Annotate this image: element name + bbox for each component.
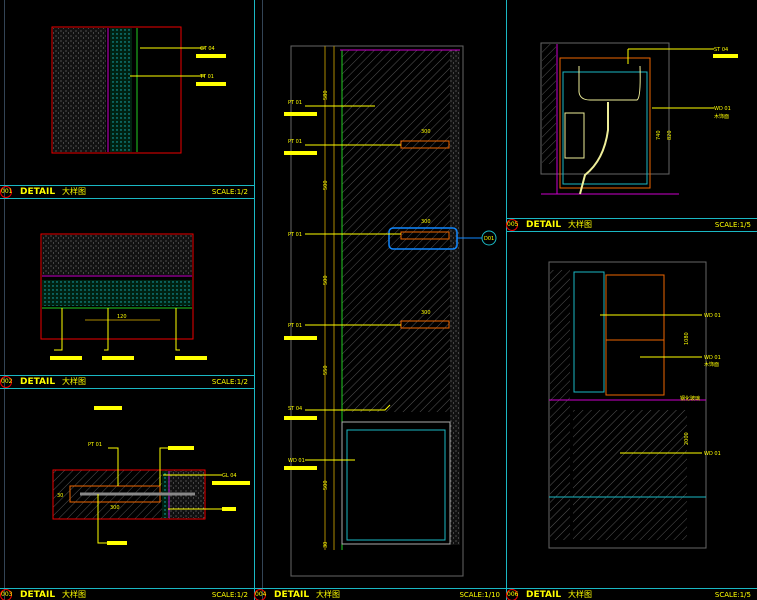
- dim-label: 1080: [684, 332, 690, 345]
- frame-divider: [506, 0, 507, 600]
- title-bar-001: 001 DETAIL 大样图 SCALE:1/2: [0, 185, 254, 199]
- dim-label: 300: [421, 219, 431, 225]
- dim-label: 30: [57, 493, 63, 499]
- detail-005-drawing: ST 04 WD 01 木饰面 740 820: [540, 42, 738, 195]
- dim-label: 2000: [684, 432, 690, 445]
- detail-006-drawing: WD 01 WD 01 木饰面 钢化玻璃 WD 01 1080 2000: [548, 261, 721, 549]
- detail-scale: SCALE:1/10: [459, 591, 500, 599]
- callout-label: D01: [484, 236, 494, 242]
- dim-label: 580: [323, 90, 329, 100]
- material-tag: TT 01: [199, 74, 214, 80]
- material-tag: ST 04: [714, 47, 728, 53]
- detail-003-drawing: 300 30: [52, 406, 250, 545]
- dim-label: 500: [323, 180, 329, 190]
- detail-label: DETAIL: [20, 590, 56, 600]
- detail-scale: SCALE:1/5: [714, 221, 751, 229]
- dim-label: 550: [323, 365, 329, 375]
- frame-line: [4, 0, 5, 600]
- title-bar-002: 002 DETAIL 大样图 SCALE:1/2: [0, 375, 254, 389]
- material-tag: GL 04: [222, 473, 237, 479]
- material-tag: PT 01: [288, 100, 302, 106]
- detail-name: 大样图: [62, 187, 86, 196]
- material-tag: WD 01: [714, 106, 731, 112]
- detail-004-drawing: D01 580 500 500 550 500 30 300 300 300 P…: [284, 45, 497, 577]
- detail-scale: SCALE:1/2: [211, 188, 248, 196]
- title-bar-005: 005 DETAIL 大样图 SCALE:1/5: [506, 218, 757, 232]
- dim-label: 740: [656, 130, 662, 140]
- detail-scale: SCALE:1/2: [211, 378, 248, 386]
- detail-001-drawing: [51, 26, 226, 154]
- detail-name: 大样图: [316, 590, 340, 599]
- material-tag: WD 01: [704, 355, 721, 361]
- detail-scale: SCALE:1/2: [211, 591, 248, 599]
- dim-label: 30: [323, 542, 329, 548]
- detail-number: 001: [0, 186, 12, 198]
- dim-label: 120: [117, 314, 127, 320]
- detail-002-drawing: 120: [40, 233, 207, 360]
- detail-label: DETAIL: [526, 590, 562, 600]
- dim-label: 500: [323, 275, 329, 285]
- frame-divider: [254, 0, 255, 600]
- detail-number: 002: [0, 376, 12, 388]
- detail-name: 大样图: [62, 377, 86, 386]
- detail-name: 大样图: [62, 590, 86, 599]
- material-tag: PT 01: [88, 442, 102, 448]
- detail-scale: SCALE:1/5: [714, 591, 751, 599]
- detail-number: 006: [506, 589, 518, 600]
- dim-label: 300: [110, 505, 120, 511]
- material-tag: PT 01: [288, 139, 302, 145]
- note-text: 钢化玻璃: [680, 395, 700, 402]
- frame-line: [262, 0, 263, 600]
- material-tag: WD 01: [704, 451, 721, 457]
- detail-name: 大样图: [568, 590, 592, 599]
- note-text: 木饰面: [704, 361, 719, 368]
- dim-label: 300: [421, 129, 431, 135]
- material-tag: WD 01: [704, 313, 721, 319]
- detail-number: 005: [506, 219, 518, 231]
- detail-number: 004: [254, 589, 266, 600]
- detail-name: 大样图: [568, 220, 592, 229]
- material-tag: GT 04: [200, 46, 215, 52]
- title-bar-004: 004 DETAIL 大样图 SCALE:1/10: [254, 588, 506, 600]
- detail-label: DETAIL: [20, 187, 56, 197]
- material-tag: PT 01: [288, 323, 302, 329]
- detail-label: DETAIL: [526, 220, 562, 230]
- dim-label: 500: [323, 480, 329, 490]
- detail-label: DETAIL: [274, 590, 310, 600]
- detail-label: DETAIL: [20, 377, 56, 387]
- material-tag: WD 01: [288, 458, 305, 464]
- detail-number: 003: [0, 589, 12, 600]
- title-bar-006: 006 DETAIL 大样图 SCALE:1/5: [506, 588, 757, 600]
- material-tag: PT 01: [288, 232, 302, 238]
- title-bar-003: 003 DETAIL 大样图 SCALE:1/2: [0, 588, 254, 600]
- dim-label: 300: [421, 310, 431, 316]
- material-tag: ST 04: [288, 406, 302, 412]
- note-text: 木饰面: [714, 113, 729, 120]
- dim-label: 820: [667, 130, 673, 140]
